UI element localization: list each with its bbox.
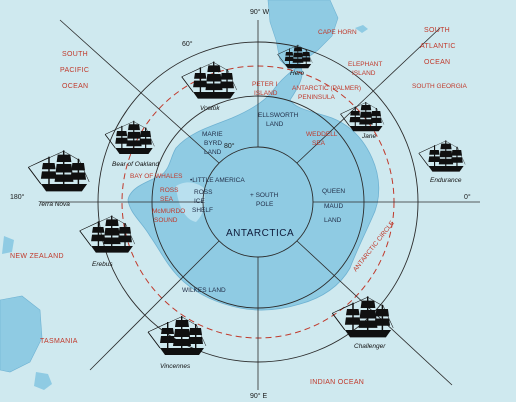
ship-vostok: Vostok	[181, 61, 238, 112]
ship-challenger: Challenger	[331, 295, 394, 350]
degree-lat-60: 60°	[182, 40, 193, 48]
svg-text:ATLANTIC: ATLANTIC	[420, 43, 456, 50]
svg-text:ISLAND: ISLAND	[352, 70, 376, 77]
south-pacific-label: SOUTH PACIFIC OCEAN	[60, 51, 89, 90]
ellsworth-land-label: ELLSWORTH LAND	[258, 112, 299, 128]
south-georgia-label: SOUTH GEORGIA	[412, 83, 468, 90]
mcmurdo-sound-label: McMURDO SOUND	[152, 208, 185, 224]
south-pole-label: + SOUTH POLE	[250, 192, 279, 208]
svg-text:Jane: Jane	[361, 133, 376, 140]
svg-text:SOUTH: SOUTH	[424, 27, 450, 34]
tasmania-label: TASMANIA	[40, 338, 78, 345]
svg-text:ISLAND: ISLAND	[254, 90, 278, 97]
svg-text:OCEAN: OCEAN	[424, 59, 450, 66]
svg-text:PENINSULA: PENINSULA	[298, 94, 336, 101]
svg-text:Erebus: Erebus	[92, 261, 113, 268]
svg-text:LAND: LAND	[324, 217, 342, 224]
svg-text:Vostok: Vostok	[200, 105, 220, 112]
svg-text:QUEEN: QUEEN	[322, 188, 345, 195]
svg-text:PETER I: PETER I	[252, 81, 277, 88]
australia-edge	[0, 295, 43, 373]
ship-bear-of-oakland: Bear of Oakland	[104, 120, 159, 168]
ship-jane: Jane	[340, 101, 385, 140]
cape-horn-label: CAPE HORN	[318, 29, 357, 36]
svg-text:SEA: SEA	[312, 140, 326, 147]
degree-top: 90° W	[250, 8, 270, 16]
south-atlantic-label: SOUTH ATLANTIC OCEAN	[420, 27, 456, 66]
indian-ocean-label: INDIAN OCEAN	[310, 379, 364, 386]
peter-island-label: PETER I ISLAND	[252, 81, 278, 97]
degree-right: 0°	[464, 193, 471, 201]
tasmania-island	[34, 372, 52, 390]
svg-text:Hero: Hero	[290, 70, 304, 77]
svg-text:Endurance: Endurance	[430, 177, 462, 184]
weddell-sea-label: WEDDELL SEA	[306, 131, 338, 147]
ship-erebus: Erebus	[79, 215, 136, 268]
svg-text:+ SOUTH: + SOUTH	[250, 192, 279, 199]
svg-text:McMURDO: McMURDO	[152, 208, 185, 215]
antarctica-landmass	[127, 65, 380, 311]
svg-text:LAND: LAND	[266, 121, 284, 128]
elephant-island-label: ELEPHANT ISLAND	[348, 61, 382, 77]
svg-text:Vincennes: Vincennes	[160, 363, 191, 370]
svg-text:POLE: POLE	[256, 201, 274, 208]
svg-text:ELEPHANT: ELEPHANT	[348, 61, 382, 68]
svg-text:ROSS: ROSS	[160, 187, 179, 194]
little-america-label: •LITTLE AMERICA	[190, 177, 245, 184]
svg-text:SHELF: SHELF	[192, 207, 213, 214]
ross-ice-shelf-label: ROSS ICE SHELF	[192, 189, 213, 214]
antarctic-peninsula-label: ANTARCTIC (PALMER) PENINSULA	[292, 85, 361, 101]
svg-text:SOUND: SOUND	[154, 217, 178, 224]
ship-endurance: Endurance	[418, 140, 466, 184]
wilkes-land-label: WILKES LAND	[182, 287, 226, 294]
ship-vincennes: Vincennes	[147, 315, 207, 370]
svg-text:ROSS: ROSS	[194, 189, 213, 196]
svg-text:ICE: ICE	[194, 198, 206, 205]
queen-maud-land-label: QUEEN MAUD LAND	[322, 188, 345, 224]
svg-text:ANTARCTIC (PALMER): ANTARCTIC (PALMER)	[292, 85, 361, 92]
svg-text:MARIE: MARIE	[202, 131, 223, 138]
falkland-islands	[310, 6, 368, 33]
marie-byrd-land-label: MARIE BYRD LAND	[202, 131, 223, 156]
svg-text:ELLSWORTH: ELLSWORTH	[258, 112, 299, 119]
svg-text:Bear of Oakland: Bear of Oakland	[112, 161, 159, 168]
svg-text:MAUD: MAUD	[324, 203, 343, 210]
svg-text:LAND: LAND	[204, 149, 222, 156]
ship-terra-nova: Terra Nova	[27, 149, 90, 208]
svg-text:Challenger: Challenger	[354, 343, 386, 350]
svg-text:SOUTH: SOUTH	[62, 51, 88, 58]
new-zealand-label: NEW ZEALAND	[10, 253, 64, 260]
degree-lat-80: 80°	[224, 142, 235, 150]
svg-text:SEA: SEA	[160, 196, 174, 203]
ross-sea-label: ROSS SEA	[160, 187, 179, 203]
degree-bottom: 90° E	[250, 392, 268, 400]
bay-of-whales-label: BAY OF WHALES	[130, 173, 183, 180]
degree-left: 180°	[10, 193, 25, 201]
svg-text:WEDDELL: WEDDELL	[306, 131, 338, 138]
ship-hero: Hero	[277, 44, 313, 77]
new-zealand-island	[2, 236, 14, 254]
svg-text:OCEAN: OCEAN	[62, 83, 88, 90]
svg-text:BYRD: BYRD	[204, 140, 222, 147]
antarctica-title: ANTARCTICA	[226, 228, 294, 239]
svg-text:PACIFIC: PACIFIC	[60, 67, 89, 74]
svg-text:Terra Nova: Terra Nova	[38, 201, 70, 208]
